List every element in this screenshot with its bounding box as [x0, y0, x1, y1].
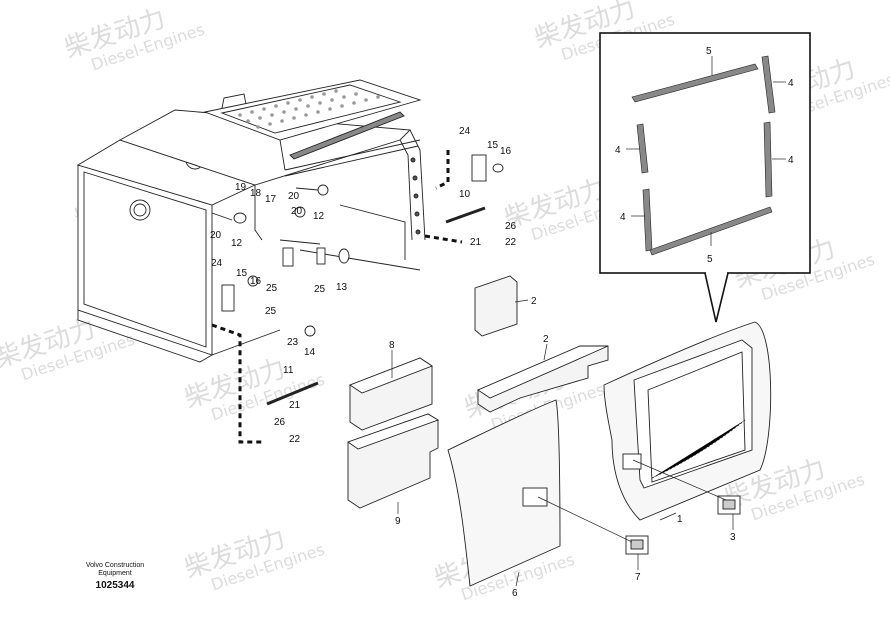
callout-25: 25: [314, 284, 326, 295]
panel-2-strip: [477, 345, 609, 413]
callout-22: 22: [289, 434, 301, 445]
latch-7: [625, 535, 649, 555]
callout-6: 6: [512, 588, 518, 599]
latch-3: [717, 495, 741, 515]
door-panel-1: [603, 321, 772, 521]
callout-16: 16: [500, 146, 512, 157]
callout-4: 4: [620, 212, 626, 223]
callout-7: 7: [635, 572, 641, 583]
callout-26: 26: [274, 417, 286, 428]
callout-23: 23: [287, 337, 299, 348]
callout-24: 24: [211, 258, 223, 269]
callout-25: 25: [266, 283, 278, 294]
callout-12: 12: [313, 211, 325, 222]
callout-11: 11: [283, 365, 294, 376]
panel-8: [349, 357, 433, 431]
panel-2-pad: [474, 275, 518, 337]
callout-labels: 5 4 4 4 4 5 24 15 16 10 26 21 22 19 18 1…: [210, 46, 794, 599]
callout-26: 26: [505, 221, 517, 232]
panel-9: [347, 413, 440, 509]
drawing-footer: Volvo Construction Equipment 1025344: [70, 562, 160, 591]
leader-lines: [391, 299, 734, 587]
callout-24: 24: [459, 126, 471, 137]
callout-14: 14: [304, 347, 316, 358]
callout-21: 21: [289, 400, 301, 411]
callout-8: 8: [389, 340, 395, 351]
hinge-hardware: [211, 154, 504, 406]
callout-20: 20: [291, 206, 303, 217]
callout-20: 20: [210, 230, 222, 241]
manufacturer-line-2: Equipment: [98, 570, 132, 577]
door-panel-6: [447, 399, 561, 587]
cab-frame-assembly: [76, 79, 426, 363]
callout-9: 9: [395, 516, 401, 527]
drawing-number: 1025344: [95, 580, 135, 591]
callout-25: 25: [265, 306, 277, 317]
callout-15: 15: [487, 140, 499, 151]
roof-hatch-holes: [238, 89, 380, 129]
callout-12: 12: [231, 238, 243, 249]
callout-4: 4: [615, 145, 621, 156]
callout-20: 20: [288, 191, 300, 202]
callout-16: 16: [250, 276, 262, 287]
callout-13: 13: [336, 282, 348, 293]
callout-10: 10: [459, 189, 471, 200]
callout-2: 2: [531, 296, 537, 307]
callout-4: 4: [788, 78, 794, 89]
callout-4: 4: [788, 155, 794, 166]
callout-2: 2: [543, 334, 549, 345]
callout-5: 5: [707, 254, 713, 265]
callout-18: 18: [250, 188, 262, 199]
callout-19: 19: [235, 182, 247, 193]
callout-17: 17: [265, 194, 277, 205]
seal-detail-inset: [599, 32, 811, 323]
callout-21: 21: [470, 237, 482, 248]
manufacturer-line-1: Volvo Construction: [85, 562, 145, 569]
callout-22: 22: [505, 237, 517, 248]
callout-15: 15: [236, 268, 248, 279]
seal-strip-dashes: [211, 150, 463, 444]
callout-1: 1: [677, 514, 683, 525]
callout-5: 5: [706, 46, 712, 57]
callout-3: 3: [730, 532, 736, 543]
